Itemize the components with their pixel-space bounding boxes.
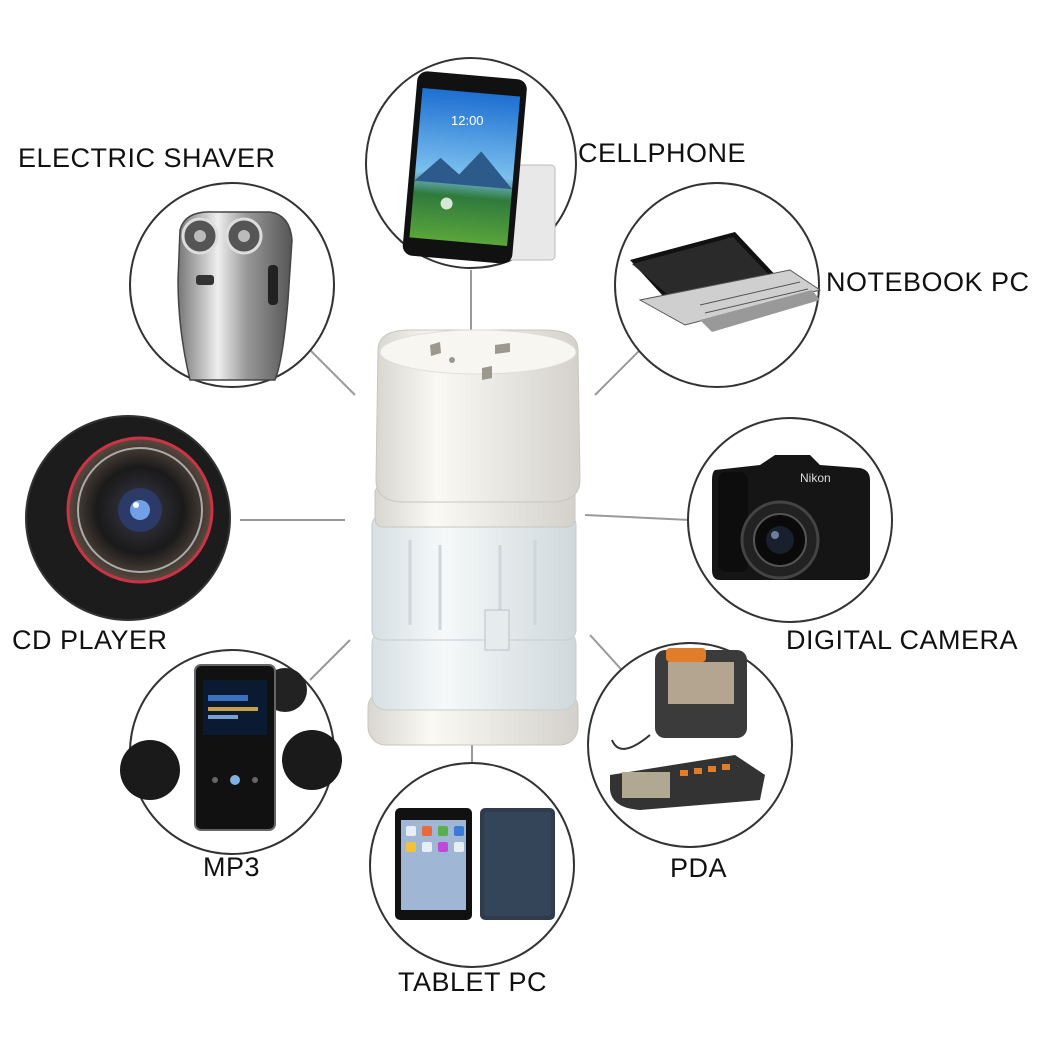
mp3-circle [120, 649, 342, 855]
label-pda: PDA [670, 853, 728, 883]
electric-shaver-circle [129, 182, 335, 388]
tablet-pc-circle [369, 762, 575, 968]
digital-camera-circle: Nikon [687, 417, 893, 623]
label-mp3: MP3 [203, 852, 261, 882]
label-cd-player: CD PLAYER [12, 625, 168, 655]
label-tablet-pc: TABLET PC [398, 967, 548, 997]
phone-clock: 12:00 [451, 113, 484, 128]
label-notebook-pc: NOTEBOOK PC [826, 267, 1030, 297]
notebook-pc-circle [614, 182, 822, 388]
label-electric-shaver: ELECTRIC SHAVER [18, 143, 276, 173]
pda-circle [587, 642, 793, 848]
camera-brand: Nikon [800, 471, 831, 485]
cellphone-circle: 12:00 [365, 57, 577, 269]
label-digital-camera: DIGITAL CAMERA [786, 625, 1019, 655]
travel-adapter [367, 329, 581, 746]
label-cellphone: CELLPHONE [578, 138, 747, 168]
cd-player-circle [25, 415, 231, 621]
